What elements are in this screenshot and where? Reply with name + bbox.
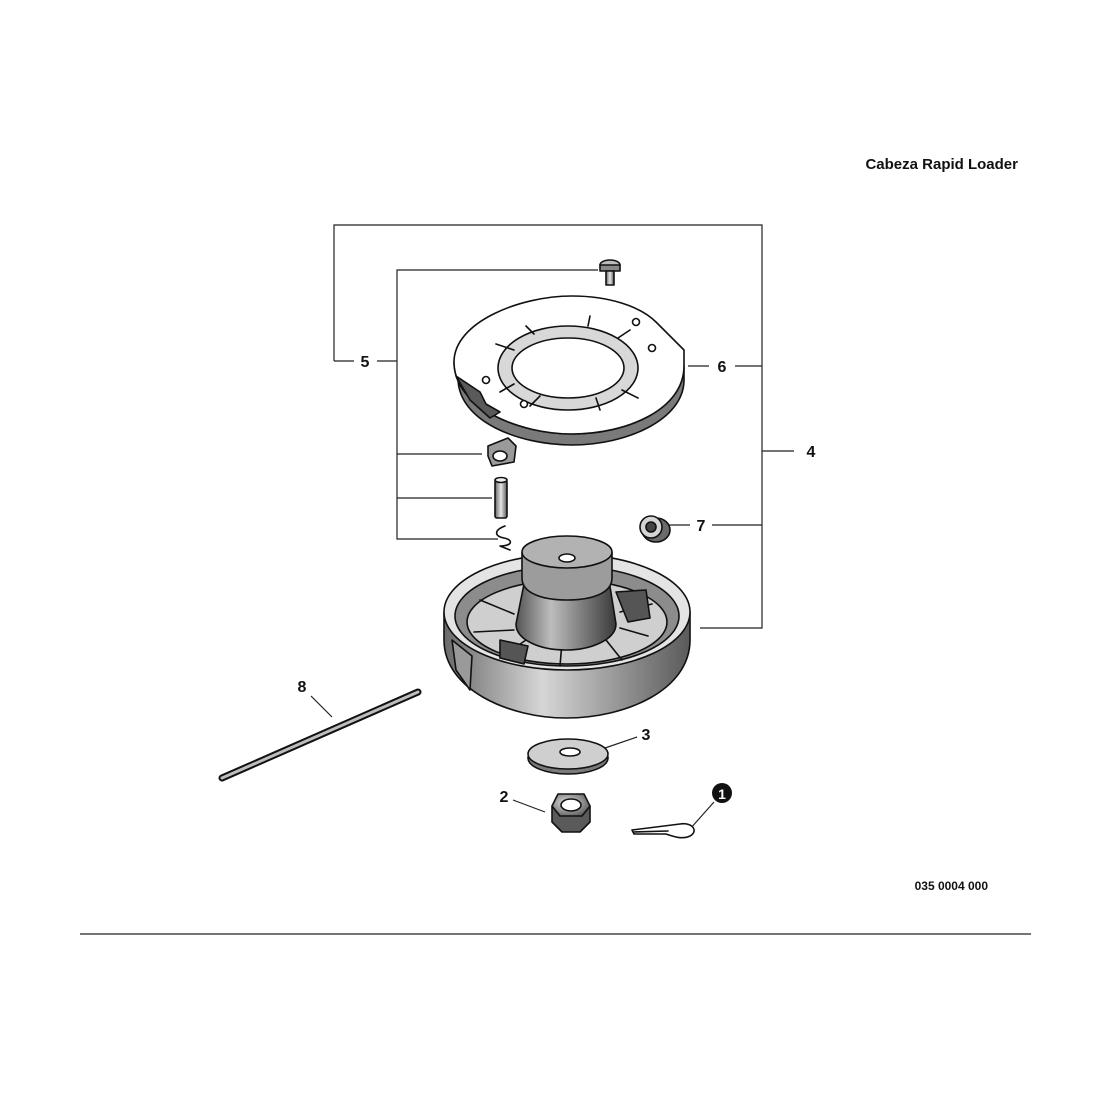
- screw-part: [599, 259, 621, 286]
- bracket-assembly-5: [396, 269, 598, 540]
- callout-4: 4: [807, 444, 816, 461]
- bracket-assembly-4: [333, 224, 763, 629]
- callout-8: 8: [298, 679, 307, 696]
- callout-3: 3: [642, 727, 651, 744]
- callout-7: 7: [697, 518, 706, 535]
- trimmer-line-part: [218, 688, 422, 782]
- callout-2: 2: [500, 789, 509, 806]
- washer-part: [527, 738, 609, 775]
- latch-part: [487, 437, 517, 467]
- leader-lines: [310, 224, 794, 830]
- pin-part: [494, 476, 508, 519]
- callout-labels: 5 6 4 7 8 3 2 1: [298, 354, 816, 806]
- spool-housing-part: [443, 535, 691, 719]
- callout-1: 1: [718, 786, 726, 802]
- page-title: Cabeza Rapid Loader: [865, 156, 1018, 172]
- nut-part: [551, 793, 591, 833]
- cotter-pin-part: [631, 822, 695, 839]
- eyelet-part: [639, 515, 671, 543]
- cover-ring-part: [453, 295, 685, 446]
- callout-5: 5: [361, 354, 370, 371]
- drawing-number: 035 0004 000: [915, 879, 989, 893]
- spring-part: [495, 525, 512, 551]
- callout-6: 6: [718, 359, 727, 376]
- callout-1-badge: [712, 783, 732, 803]
